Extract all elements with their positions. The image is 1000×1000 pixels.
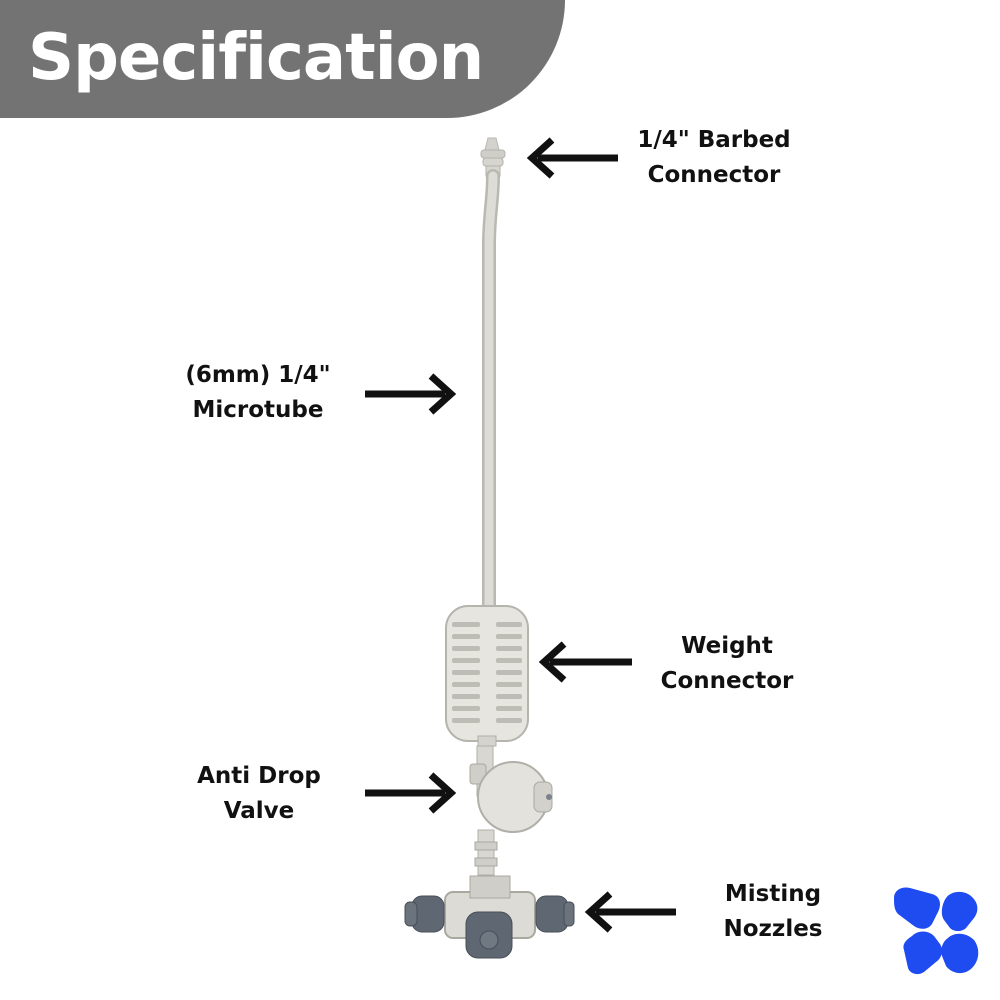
weight-rib xyxy=(452,682,480,687)
weight-rib xyxy=(496,622,522,627)
weight-rib xyxy=(452,694,480,699)
label-anti-drop-valve: Anti Drop Valve xyxy=(184,759,334,829)
arrow-anti-drop-valve xyxy=(365,772,457,814)
weight-rib xyxy=(496,718,522,723)
weight-rib xyxy=(452,706,480,711)
label-microtube-line1: (6mm) 1/4" xyxy=(185,362,331,388)
weight-rib xyxy=(496,634,522,639)
microtube xyxy=(482,169,500,619)
label-misting-nozzles-line2: Nozzles xyxy=(723,916,823,942)
label-barbed-connector-line2: Connector xyxy=(647,162,781,188)
label-microtube: (6mm) 1/4" Microtube xyxy=(172,358,344,428)
weight-rib xyxy=(496,682,522,687)
label-anti-drop-valve-line2: Valve xyxy=(223,798,295,824)
page-title: Specification xyxy=(28,21,484,95)
weight-rib xyxy=(452,634,480,639)
title-banner: Specification xyxy=(0,0,565,118)
arrow-barbed-connector xyxy=(526,137,618,179)
weight-rib xyxy=(496,646,522,651)
anti-drop-valve xyxy=(469,745,553,876)
label-weight-connector: Weight Connector xyxy=(648,629,806,699)
label-barbed-connector-line1: 1/4" Barbed xyxy=(637,127,791,153)
label-weight-connector-line1: Weight xyxy=(681,633,773,659)
label-weight-connector-line2: Connector xyxy=(660,668,794,694)
arrow-microtube xyxy=(365,373,457,415)
arrow-misting-nozzles xyxy=(584,891,676,933)
label-misting-nozzles: Misting Nozzles xyxy=(712,877,834,947)
brand-logo-icon xyxy=(894,887,979,975)
weight-rib xyxy=(452,658,480,663)
weight-rib xyxy=(496,694,522,699)
arrow-weight-connector xyxy=(538,641,632,683)
weight-rib xyxy=(452,670,480,675)
weight-rib xyxy=(452,646,480,651)
weight-rib xyxy=(452,622,480,627)
weight-rib xyxy=(496,658,522,663)
label-anti-drop-valve-line1: Anti Drop xyxy=(197,763,321,789)
weight-rib xyxy=(496,706,522,711)
weight-rib xyxy=(496,670,522,675)
misting-nozzles xyxy=(404,875,575,959)
label-microtube-line2: Microtube xyxy=(192,397,324,423)
weight-rib xyxy=(452,718,480,723)
label-misting-nozzles-line1: Misting xyxy=(724,881,822,907)
label-barbed-connector: 1/4" Barbed Connector xyxy=(630,123,798,193)
weight-connector xyxy=(445,605,529,747)
